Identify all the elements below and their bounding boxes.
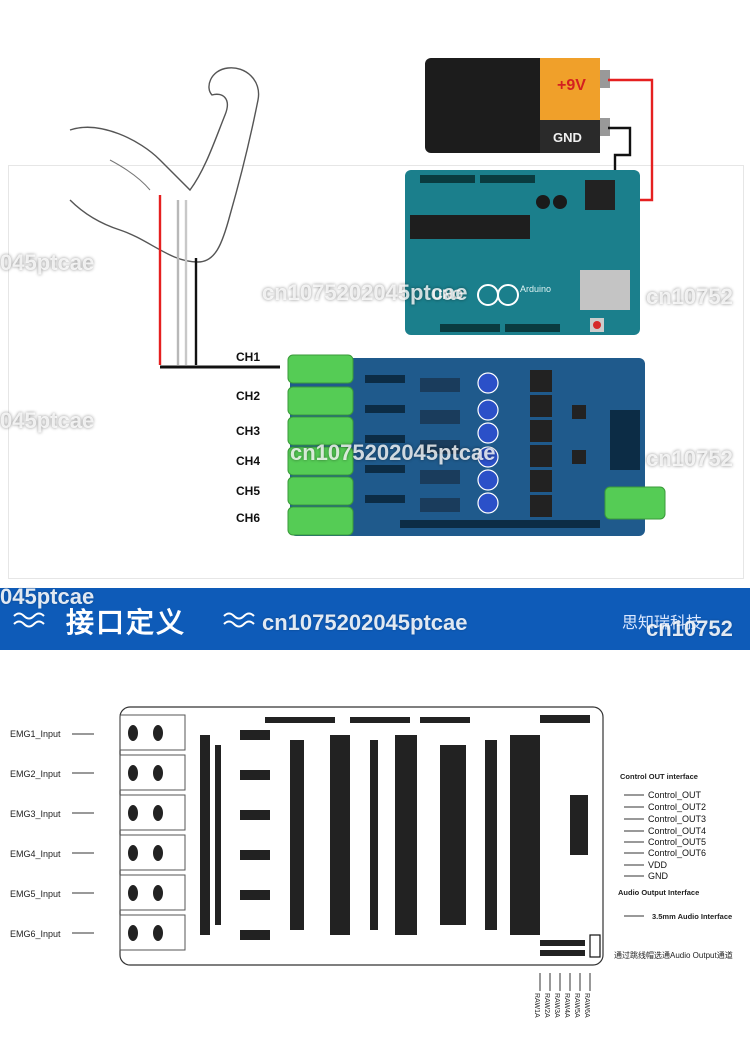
section-banner: 接口定义 思知瑞科技 045ptcae cn1075202045ptcae cn…: [0, 584, 750, 650]
illustration-frame: [8, 165, 744, 579]
emg-input-label-5: EMG5_Input: [10, 889, 61, 899]
raw-label-3: RAW3A: [553, 993, 560, 1018]
control-out-label-5: Control_OUT5: [648, 837, 707, 847]
watermark-1: 045ptcae: [0, 250, 95, 275]
watermark-2: cn1075202045ptcae: [262, 280, 468, 305]
arduino-board: [405, 170, 640, 335]
control-out-label-gnd: GND: [648, 871, 668, 881]
watermark-5: cn1075202045ptcae: [290, 440, 496, 465]
watermark-8: cn1075202045ptcae: [262, 610, 468, 635]
raw-label-4: RAW4A: [563, 993, 570, 1018]
wave-icon-right: [223, 612, 255, 628]
watermark-4: 045ptcae: [0, 408, 95, 433]
raw-label-1: RAW1A: [533, 993, 540, 1018]
channel-label-4: CH4: [236, 454, 261, 468]
emg-shield-board: [287, 354, 666, 536]
channel-label-6: CH6: [236, 511, 261, 525]
control-out-title: Control OUT interface: [620, 772, 698, 781]
hardware-illustration: [69, 58, 666, 536]
emg-input-label-4: EMG4_Input: [10, 849, 61, 859]
raw-label-6: RAW6A: [583, 993, 590, 1018]
arduino-uno-label: UNO: [432, 286, 464, 302]
control-out-label-6: Control_OUT6: [648, 848, 707, 858]
audio-output-title: Audio Output Interface: [618, 888, 700, 897]
emg-input-label-6: EMG6_Input: [10, 929, 61, 939]
audio-jack-label: 3.5mm Audio Interface: [652, 912, 733, 921]
control-out-label-4: Control_OUT4: [648, 826, 707, 836]
channel-label-3: CH3: [236, 424, 261, 438]
watermark-3: cn10752: [646, 284, 733, 309]
banner-title: 接口定义: [66, 606, 187, 639]
watermark-9: cn10752: [646, 616, 733, 641]
illustration-panel: +9V GND UNO Arduino CH1 CH2 CH3 CH4 CH5 …: [0, 58, 744, 579]
battery-gnd-label: GND: [553, 130, 582, 145]
banner-subtitle: 思知瑞科技: [622, 613, 703, 632]
emg-input-label-2: EMG2_Input: [10, 769, 61, 779]
wave-icon-left: [13, 612, 45, 628]
raw-label-5: RAW5A: [573, 993, 580, 1018]
control-out-label-1: Control_OUT: [648, 790, 702, 800]
channel-label-1: CH1: [236, 350, 261, 364]
watermark-7: 045ptcae: [0, 584, 95, 609]
channel-label-2: CH2: [236, 389, 261, 403]
emg-input-label-1: EMG1_Input: [10, 729, 61, 739]
pcb-outline-diagram: [72, 706, 644, 991]
channel-label-5: CH5: [236, 484, 261, 498]
arduino-brand-label: Arduino: [520, 284, 552, 294]
watermark-6: cn10752: [646, 446, 733, 471]
emg-input-label-3: EMG3_Input: [10, 809, 61, 819]
raw-label-2: RAW2A: [543, 993, 550, 1018]
control-out-label-vdd: VDD: [648, 860, 668, 870]
control-out-label-2: Control_OUT2: [648, 802, 707, 812]
jumper-note: 通过跳线帽选通Audio Output通道: [614, 951, 733, 960]
battery-plus-label: +9V: [557, 77, 586, 94]
arm-outline: [69, 67, 260, 263]
control-out-label-3: Control_OUT3: [648, 814, 707, 824]
battery-9v: [425, 58, 610, 153]
